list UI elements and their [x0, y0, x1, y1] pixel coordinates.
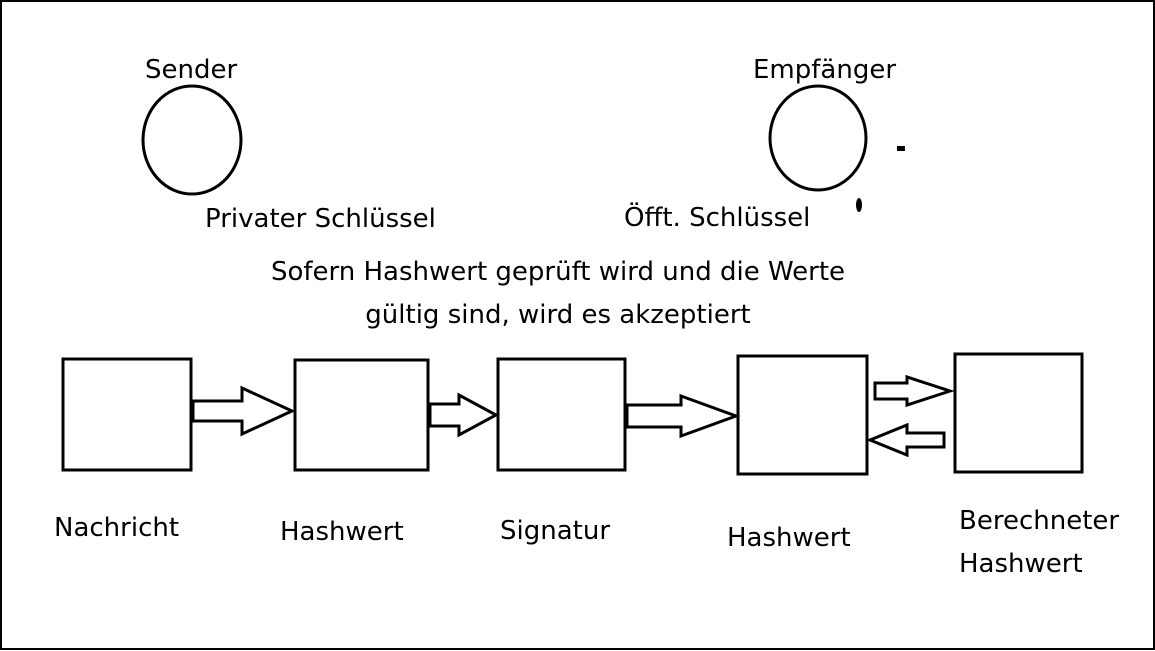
arrow-hash-to-computed	[873, 374, 955, 408]
step-label-computed-hash-line-1: Berechneter	[959, 506, 1119, 536]
ink-dot	[856, 198, 862, 212]
arrow-message-to-hash	[191, 385, 296, 437]
step-label-hash: Hashwert	[280, 517, 404, 547]
arrow-computed-to-hash	[866, 422, 946, 458]
sender-circle	[141, 84, 243, 196]
receiver-label: Empfänger	[753, 55, 896, 85]
received-hash-box	[736, 354, 869, 476]
signature-box	[496, 357, 627, 472]
sender-label: Sender	[145, 55, 237, 85]
hash-box	[293, 358, 430, 472]
step-label-signature: Signatur	[500, 516, 610, 546]
arrow-hash-to-signature	[428, 392, 500, 438]
computed-hash-box	[953, 352, 1084, 474]
arrow-signature-to-hash	[625, 393, 741, 439]
receiver-circle	[768, 84, 868, 192]
sender-key-label: Privater Schlüssel	[205, 204, 436, 234]
step-label-received-hash: Hashwert	[727, 523, 851, 553]
receiver-key-label: Öfft. Schlüssel	[624, 201, 810, 233]
note-line-2: gültig sind, wird es akzeptiert	[365, 300, 750, 330]
ink-dot	[897, 146, 905, 151]
step-label-message: Nachricht	[54, 513, 179, 543]
message-box	[61, 357, 193, 472]
step-label-computed-hash-line-2: Hashwert	[959, 549, 1083, 579]
note-line-1: Sofern Hashwert geprüft wird und die Wer…	[271, 257, 845, 287]
